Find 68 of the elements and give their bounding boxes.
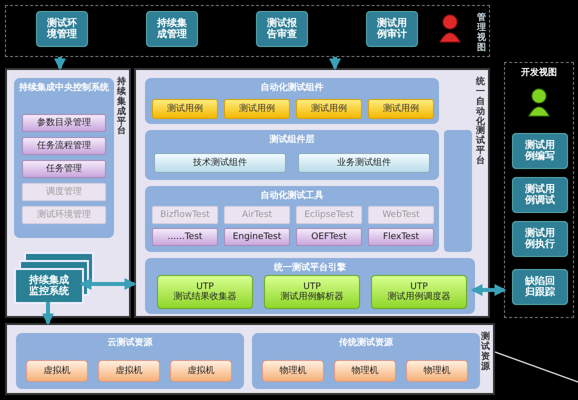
- layer-panel: [145, 186, 439, 252]
- module-box: 参数目录管理: [22, 114, 106, 132]
- function-button: 测试用例执行: [512, 221, 568, 257]
- platform-panel: [134, 68, 490, 318]
- vertical-label: 持续集成平台: [117, 78, 126, 138]
- tool-box: AirTest: [224, 206, 290, 224]
- tool-box: OEFTest: [296, 228, 362, 246]
- module-box: 任务流程管理: [22, 137, 106, 155]
- function-button: 测试用例审计: [366, 11, 418, 47]
- function-button: 持续集成管理: [146, 11, 198, 47]
- arrow: [80, 278, 136, 290]
- tool-box: BizflowTest: [152, 206, 218, 224]
- panel-title: 自动化测试组件: [260, 81, 324, 94]
- test-case-box: 测试用例: [224, 99, 290, 119]
- side-bar: [444, 130, 472, 252]
- machine-box: 虚拟机: [26, 360, 88, 382]
- panel-title: 开发视图: [520, 66, 558, 79]
- function-button: 测试报告审查: [256, 11, 308, 47]
- module-box: 测试环境管理: [22, 206, 106, 224]
- connector-line: [494, 351, 578, 383]
- vertical-label: 测试资源: [481, 333, 490, 373]
- test-case-box: 测试用例: [152, 99, 218, 119]
- resource-group: [16, 333, 244, 389]
- vertical-label: 统一自动化测试平台: [476, 78, 485, 168]
- system-panel: [14, 78, 114, 238]
- panel-title: 持续集成中央控制系统: [18, 81, 110, 94]
- engine-panel: [145, 258, 475, 314]
- module-box: 任务管理: [22, 160, 106, 178]
- component-box: 技术测试组件: [154, 153, 286, 173]
- tool-box: FlexTest: [368, 228, 434, 246]
- view-panel: [504, 62, 574, 318]
- machine-box: 物理机: [262, 360, 324, 382]
- machine-box: 虚拟机: [98, 360, 160, 382]
- tool-box: EngineTest: [224, 228, 290, 246]
- tool-box: ......Test: [152, 228, 218, 246]
- module-box: 调度管理: [22, 183, 106, 201]
- platform-panel: [5, 68, 131, 318]
- panel-title: 自动化测试工具: [260, 189, 324, 202]
- function-button: 测试环境管理: [36, 11, 88, 47]
- function-button: 缺陷回归跟踪: [512, 269, 568, 305]
- tool-box: EclipseTest: [296, 206, 362, 224]
- engine-module: UTP 测试用例调度器: [371, 275, 467, 309]
- vertical-label: 管理视图: [477, 14, 486, 54]
- resource-group: [252, 333, 480, 389]
- layer-panel: [145, 130, 439, 180]
- test-case-box: 测试用例: [296, 99, 362, 119]
- machine-box: 物理机: [334, 360, 396, 382]
- view-panel: [5, 5, 490, 57]
- arrow: [42, 302, 54, 326]
- panel-title: 云测试资源: [106, 336, 154, 349]
- machine-box: 虚拟机: [170, 360, 232, 382]
- test-case-box: 测试用例: [368, 99, 434, 119]
- panel-title: 传统测试资源: [338, 336, 394, 349]
- arrow: [470, 284, 506, 296]
- panel-title: 统一测试平台引擎: [272, 261, 347, 274]
- function-button: 测试用例调试: [512, 177, 568, 213]
- function-button: 测试用例编写: [512, 133, 568, 169]
- resource-panel: [5, 323, 495, 395]
- engine-module: UTP 测试用例解析器: [264, 275, 360, 309]
- system-card: 持续集成监控系统: [14, 268, 84, 304]
- arrow: [54, 57, 66, 70]
- panel-title: 测试组件层: [268, 133, 316, 146]
- component-box: 业务测试组件: [298, 153, 430, 173]
- engine-module: UTP 测试结果收集器: [157, 275, 253, 309]
- machine-box: 物理机: [406, 360, 468, 382]
- arrow: [329, 57, 341, 70]
- layer-panel: [145, 78, 439, 124]
- tool-box: WebTest: [368, 206, 434, 224]
